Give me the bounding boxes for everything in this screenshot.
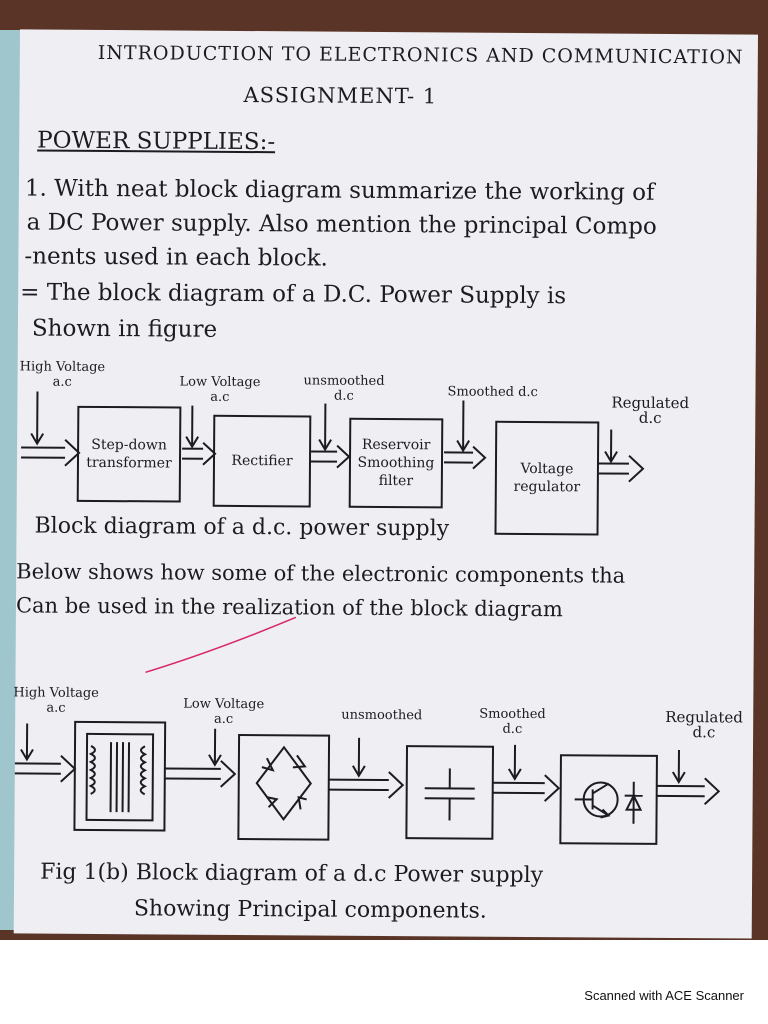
scanned-photo: INTRODUCTION TO ELECTRONICS AND COMMUNIC… [0,0,768,940]
scanner-watermark: Scanned with ACE Scanner [584,988,744,1003]
diagram-2-caption-line-2: Showing Principal components. [134,896,487,923]
block-diagram-2 [14,29,758,938]
diagram-2-caption-line-1: Fig 1(b) Block diagram of a d.c Power su… [40,860,543,889]
notebook-page: INTRODUCTION TO ELECTRONICS AND COMMUNIC… [14,29,758,938]
